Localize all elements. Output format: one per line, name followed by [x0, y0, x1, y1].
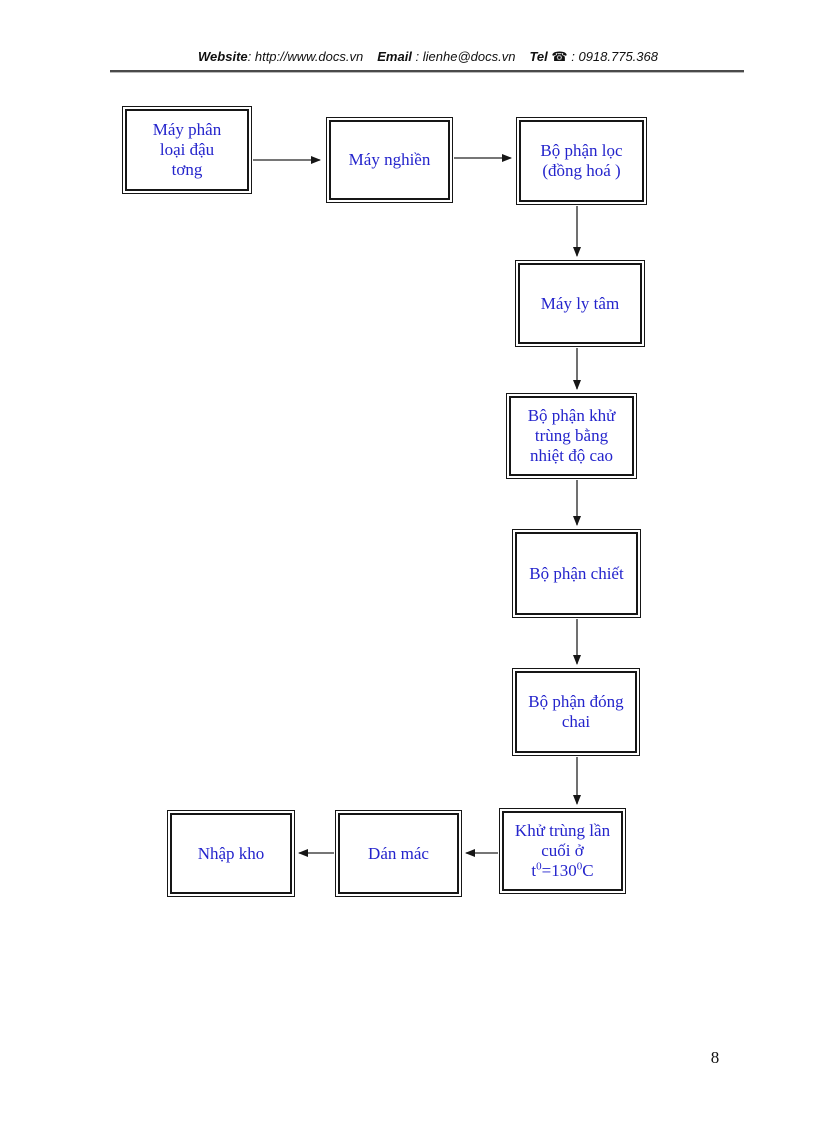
label-line: Máy phân — [152, 120, 222, 139]
label-line: tơng — [171, 160, 203, 179]
flow-box-border: Nhập kho — [170, 813, 292, 894]
label-line: Bộ phận lọc — [540, 141, 623, 160]
flow-box-border: Máy phân loại đậu tơng — [125, 109, 249, 191]
flow-box-border: Bộ phận lọc (đồng hoá ) — [519, 120, 644, 202]
website-value: : http://www.docs.vn — [247, 49, 364, 64]
label-line: nhiệt độ cao — [529, 446, 614, 465]
flow-box-label: Khử trùng lần cuối ở t0=1300C — [504, 821, 621, 881]
label-line: Bộ phận đóng — [528, 692, 624, 711]
label-line: trùng bằng — [534, 426, 609, 445]
email-value: : lienhe@docs.vn — [415, 49, 516, 64]
tel-value: : 0918.775.368 — [571, 49, 658, 64]
flow-box-border: Máy nghiền — [329, 120, 450, 200]
phone-icon: ☎ — [551, 49, 568, 64]
temp-text: C — [582, 861, 594, 880]
flow-box-nhap-kho: Nhập kho — [167, 810, 295, 897]
flow-box-label: Bộ phận lọc (đồng hoá ) — [521, 141, 642, 181]
label-line: chai — [561, 712, 591, 731]
flow-box-may-nghien: Máy nghiền — [326, 117, 453, 203]
flow-box-dan-mac: Dán mác — [335, 810, 462, 897]
flow-box-label: Bộ phận đóng chai — [517, 692, 635, 732]
temp-superscript: 0 — [576, 860, 583, 873]
flow-box-bo-phan-chiet: Bộ phận chiết — [512, 529, 641, 618]
label-line: Nhập kho — [197, 843, 265, 863]
temp-superscript: 0 — [536, 860, 542, 873]
tel-label: Tel — [529, 49, 548, 64]
flow-box-border: Bộ phận đóng chai — [515, 671, 637, 753]
flow-box-bo-phan-dong-chai: Bộ phận đóng chai — [512, 668, 640, 756]
flow-box-label: Máy phân loại đậu tơng — [127, 120, 247, 180]
label-line: Bộ phận chiết — [529, 563, 624, 583]
flow-box-border: Dán mác — [338, 813, 459, 894]
flow-box-border: Máy ly tâm — [518, 263, 642, 344]
website-label: Website — [198, 49, 248, 64]
flow-box-border: Khử trùng lần cuối ở t0=1300C — [502, 811, 623, 891]
page-number: 8 — [710, 1048, 720, 1067]
flow-box-may-ly-tam: Máy ly tâm — [515, 260, 645, 347]
label-line: Máy nghiền — [348, 150, 431, 169]
label-line: (đồng hoá ) — [542, 161, 621, 180]
flow-box-may-phan-loai-dau-tuong: Máy phân loại đậu tơng — [122, 106, 252, 194]
label-line: Khử trùng lần — [514, 821, 611, 840]
flow-box-khu-trung-lan-cuoi: Khử trùng lần cuối ở t0=1300C — [499, 808, 626, 894]
flow-box-label: Bộ phận khử trùng bằng nhiệt độ cao — [511, 406, 632, 466]
temp-text: t — [531, 861, 537, 880]
label-line-temperature: t0=1300C — [504, 861, 621, 881]
flow-box-bo-phan-loc: Bộ phận lọc (đồng hoá ) — [516, 117, 647, 205]
flow-box-border: Bộ phận khử trùng bằng nhiệt độ cao — [509, 396, 634, 476]
label-line: Bộ phận khử — [527, 406, 616, 425]
flow-box-border: Bộ phận chiết — [515, 532, 638, 615]
label-line: cuối ở — [541, 841, 584, 860]
flow-box-bo-phan-khu-trung: Bộ phận khử trùng bằng nhiệt độ cao — [506, 393, 637, 479]
label-line: Dán mác — [368, 843, 429, 863]
flow-box-label: Máy ly tâm — [520, 294, 640, 314]
email-label: Email — [377, 49, 412, 64]
header-divider — [110, 70, 744, 73]
page-header: Website: http://www.docs.vn Email : lienh… — [40, 49, 816, 65]
temp-text: =130 — [541, 861, 577, 880]
flow-box-label: Dán mác — [340, 844, 457, 864]
flow-box-label: Bộ phận chiết — [517, 564, 636, 584]
label-line: Máy ly tâm — [540, 293, 620, 313]
label-line: loại đậu — [159, 140, 215, 159]
flow-box-label: Máy nghiền — [331, 150, 448, 170]
flow-box-label: Nhập kho — [172, 844, 290, 864]
